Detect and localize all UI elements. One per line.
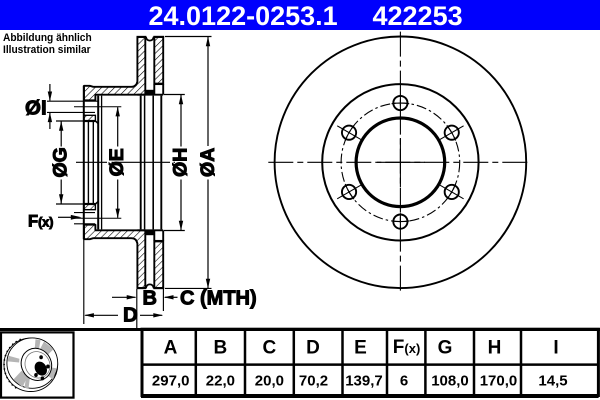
svg-text:139,7: 139,7 [345, 373, 383, 390]
svg-text:I: I [553, 338, 558, 359]
svg-text:C (MTH): C (MTH) [180, 288, 257, 310]
svg-text:H: H [488, 338, 502, 359]
svg-text:F(x): F(x) [393, 337, 421, 358]
svg-text:ØG: ØG [50, 147, 72, 177]
svg-text:B: B [214, 338, 228, 359]
svg-text:70,2: 70,2 [299, 373, 328, 390]
svg-text:14,5: 14,5 [538, 373, 567, 390]
svg-text:22,0: 22,0 [206, 373, 235, 390]
svg-text:ØA: ØA [197, 148, 219, 177]
svg-text:B: B [143, 288, 157, 310]
svg-text:ØE: ØE [106, 148, 128, 176]
svg-text:6: 6 [400, 373, 408, 390]
svg-text:C: C [263, 338, 277, 359]
svg-text:D: D [306, 338, 320, 359]
svg-text:D: D [123, 304, 138, 327]
svg-text:E: E [354, 338, 367, 359]
svg-text:G: G [438, 338, 453, 359]
svg-text:A: A [164, 338, 178, 359]
svg-text:ØI: ØI [25, 97, 47, 120]
svg-text:F(x): F(x) [28, 212, 53, 230]
svg-text:297,0: 297,0 [152, 373, 190, 390]
svg-text:20,0: 20,0 [255, 373, 284, 390]
svg-text:170,0: 170,0 [480, 373, 518, 390]
svg-text:108,0: 108,0 [431, 373, 469, 390]
svg-text:ØH: ØH [169, 148, 191, 177]
